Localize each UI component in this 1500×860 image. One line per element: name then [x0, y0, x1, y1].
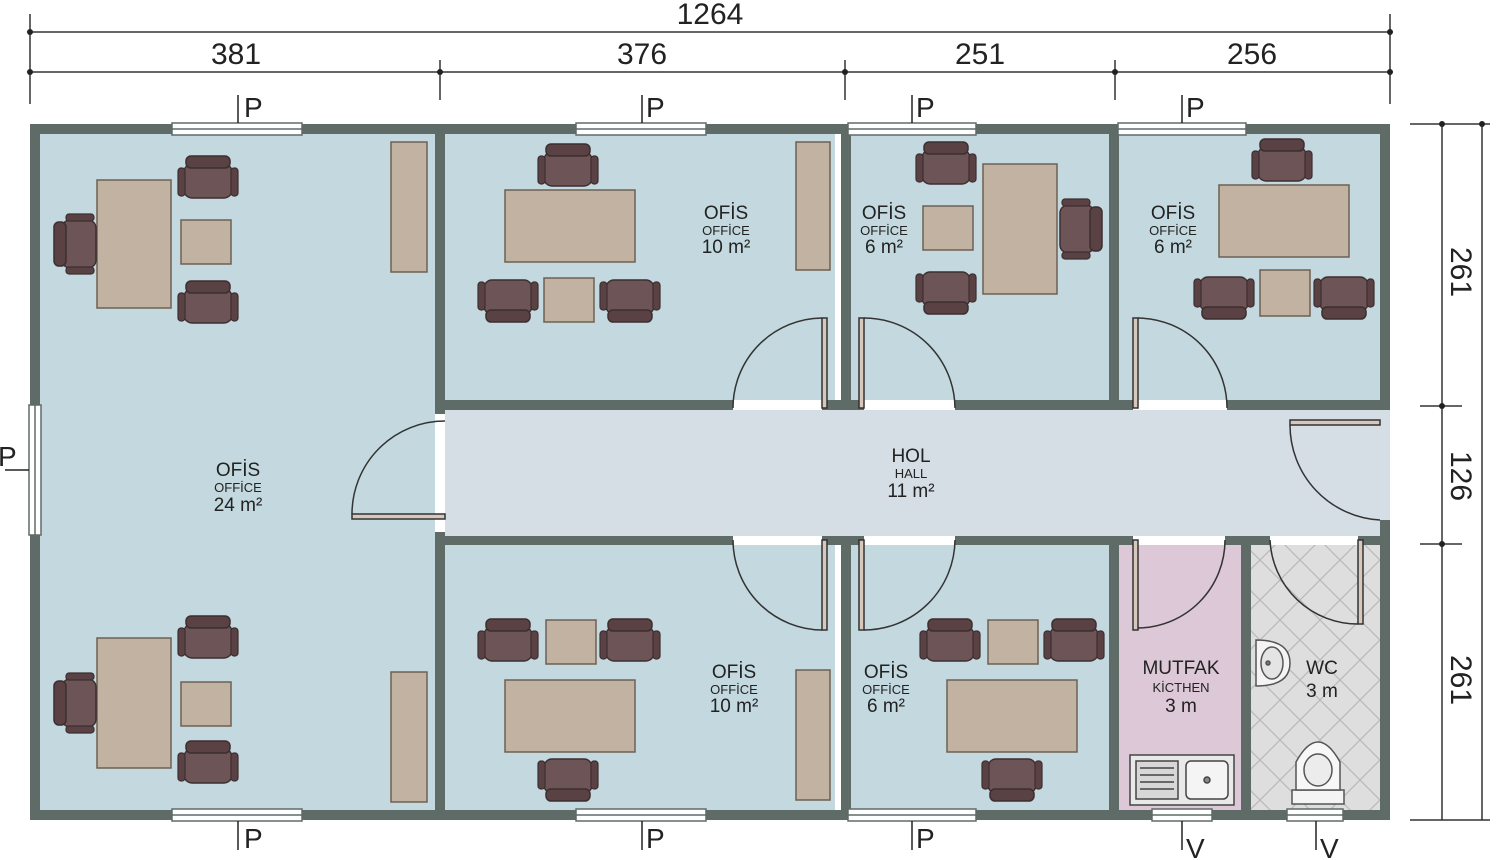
- dim-top-2: 376: [617, 38, 667, 71]
- room-name-en: OFFİCE: [710, 682, 758, 697]
- window-tag-bottom-3: P: [916, 823, 935, 854]
- dim-top-4: 256: [1227, 38, 1277, 71]
- room-office-top-3-label: OFİS OFFİCE 6 m²: [1149, 203, 1197, 258]
- kitchen-sink: [1129, 754, 1235, 806]
- room-name-en: OFFİCE: [214, 480, 262, 495]
- room-name: OFİS: [704, 203, 748, 224]
- room-name: OFİS: [216, 460, 260, 481]
- doors: [351, 317, 1381, 631]
- room-name-en: OFFİCE: [702, 223, 750, 238]
- room-office-bottom-1-label: OFİS OFFİCE 10 m²: [710, 662, 759, 717]
- room-name: WC: [1306, 658, 1338, 679]
- dim-right-3: 261: [1444, 655, 1477, 705]
- window-tag-bottom-1: P: [244, 823, 263, 854]
- vent-tag-kitchen: V: [1186, 833, 1205, 860]
- dim-total: 1264: [677, 0, 744, 31]
- room-name: MUTFAK: [1142, 658, 1219, 679]
- room-name-en: OFFİCE: [862, 682, 910, 697]
- room-name-en: OFFİCE: [860, 223, 908, 238]
- room-office-bottom-2-label: OFİS OFFİCE 6 m²: [862, 662, 910, 717]
- room-area: 3 m: [1165, 696, 1197, 717]
- window-tag-top-3: P: [916, 92, 935, 123]
- dim-right-2: 126: [1444, 451, 1477, 501]
- room-office-top-1-label: OFİS OFFİCE 10 m²: [702, 203, 751, 258]
- room-name: OFİS: [862, 203, 906, 224]
- furniture: [96, 141, 1350, 803]
- room-office-large-label: OFİS OFFİCE 24 m²: [214, 460, 263, 516]
- window-tag-top-4: P: [1186, 92, 1205, 123]
- window-tag-left: P: [0, 441, 17, 472]
- room-name: HOL: [891, 446, 930, 467]
- windows: [28, 122, 1344, 822]
- room-area: 11 m²: [887, 481, 934, 502]
- room-name-en: OFFİCE: [1149, 223, 1197, 238]
- room-office-top-2-label: OFİS OFFİCE 6 m²: [860, 203, 908, 258]
- room-area: 24 m²: [214, 495, 263, 516]
- room-area: 10 m²: [702, 237, 751, 258]
- window-leader-lines: [5, 95, 1317, 850]
- window-tag-top-1: P: [244, 92, 263, 123]
- dim-top-1: 381: [211, 38, 261, 71]
- window-tag-top-2: P: [646, 92, 665, 123]
- room-name-en: HALL: [895, 466, 928, 481]
- room-area: 6 m²: [1154, 237, 1192, 258]
- room-area: 10 m²: [710, 696, 759, 717]
- room-area: 6 m²: [865, 237, 903, 258]
- room-name: OFİS: [1151, 203, 1195, 224]
- room-name: OFİS: [864, 662, 908, 683]
- dim-right-1: 261: [1444, 247, 1477, 297]
- room-area: 6 m²: [867, 696, 905, 717]
- room-area: 3 m: [1306, 681, 1338, 702]
- dim-top-3: 251: [955, 38, 1005, 71]
- dimension-lines: [29, 14, 1490, 821]
- room-name: OFİS: [712, 662, 756, 683]
- wc-fixtures: [1255, 639, 1345, 805]
- room-hall-label: HOL HALL 11 m²: [887, 446, 934, 502]
- room-name-en: KİCTHEN: [1152, 680, 1209, 695]
- vent-tag-wc: V: [1320, 833, 1339, 860]
- window-tag-bottom-2: P: [646, 823, 665, 854]
- room-kitchen-label: MUTFAK KİCTHEN 3 m: [1142, 658, 1219, 717]
- room-wc-label: WC 3 m: [1306, 658, 1338, 702]
